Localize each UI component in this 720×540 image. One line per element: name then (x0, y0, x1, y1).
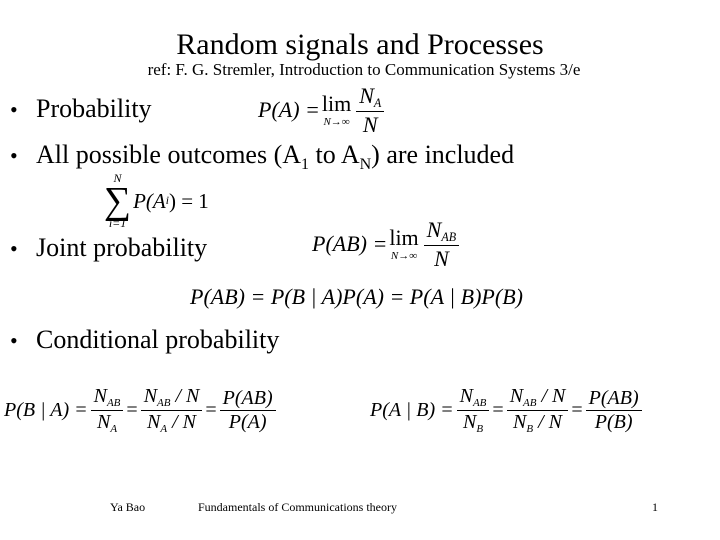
bullet-text: Probability (36, 94, 152, 123)
bullet-probability: • Probability (10, 94, 152, 125)
fraction: NAB / N NA / N (140, 386, 203, 436)
equation-a-given-b: P(A | B) = NAB NB = NAB / N NB / N = P(A… (370, 386, 645, 436)
bullet-all-outcomes: •All possible outcomes (A1 to AN) are in… (10, 140, 515, 174)
bullet-marker: • (10, 97, 18, 122)
fraction: NA N (356, 84, 385, 136)
eq-lhs: P(A) = (258, 97, 320, 122)
footer-page-number: 1 (652, 500, 658, 514)
bullet-marker: • (10, 328, 18, 353)
limit-operator: lim N→∞ (389, 224, 419, 262)
equation-b-given-a: P(B | A) = NAB NA = NAB / N NA / N = P(A… (4, 386, 279, 436)
bullet-marker: • (10, 143, 18, 168)
bullet-joint-probability: •Joint probability (10, 233, 208, 262)
footer-course: Fundamentals of Communications theory (198, 500, 397, 514)
fraction: P(AB) P(A) (219, 388, 276, 433)
fraction: NAB / N NB / N (506, 386, 569, 436)
summation-symbol: N ∑ i=1 (104, 171, 132, 230)
fraction: P(AB) P(B) (585, 388, 642, 433)
equation-probability: P(A) = lim N→∞ NA N (258, 84, 387, 136)
fraction: NAB N (423, 218, 460, 270)
fraction: NAB NB (456, 386, 490, 436)
bullet-conditional-probability: •Conditional probability (10, 325, 280, 354)
fraction: NAB NA (90, 386, 124, 436)
slide-subtitle: ref: F. G. Stremler, Introduction to Com… (147, 60, 581, 79)
slide-title: Random signals and Processes (176, 28, 544, 61)
equation-joint: P(AB) = lim N→∞ NAB N (312, 218, 462, 270)
equation-product-rule: P(AB) = P(B | A)P(A) = P(A | B)P(B) (190, 284, 523, 309)
footer-author: Ya Bao (110, 500, 146, 514)
limit-operator: lim N→∞ (321, 90, 352, 128)
bullet-marker: • (10, 236, 18, 261)
